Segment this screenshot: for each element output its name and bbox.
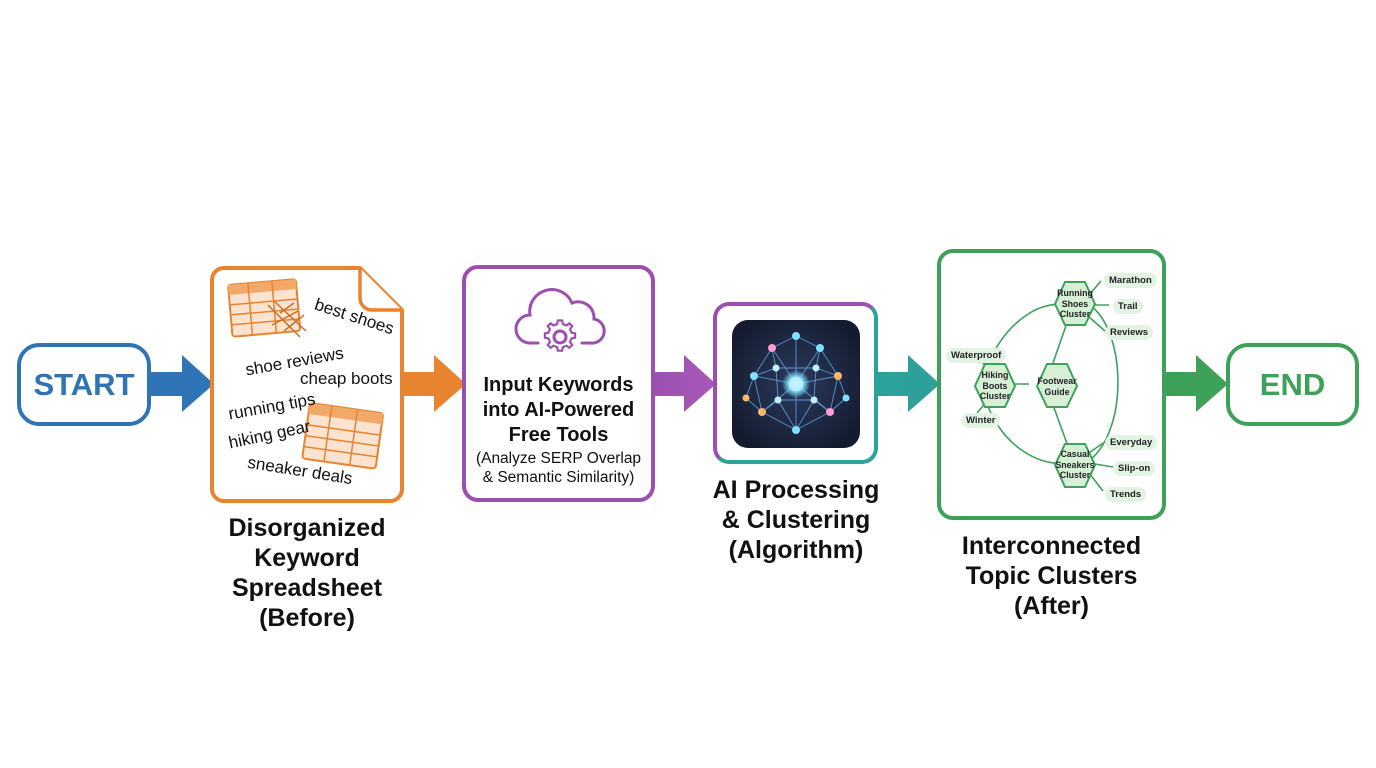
arrow-processing-to-clusters <box>878 355 940 412</box>
hub-line: Sneakers <box>1055 459 1095 470</box>
processing-caption: AI Processing & Clustering (Algorithm) <box>700 475 892 565</box>
clusters-step: Running Shoes Cluster Hiking Boots Clust… <box>937 249 1166 520</box>
tag-reviews: Reviews <box>1105 325 1154 340</box>
hub-line: Boots <box>982 380 1008 391</box>
hex-guide <box>1035 363 1079 408</box>
keyword-cheap-boots: cheap boots <box>300 369 393 388</box>
processing-step <box>713 302 878 464</box>
arrow-tools-to-processing <box>654 355 716 412</box>
document-icon <box>210 266 404 503</box>
hub-guide-label: Footwear Guide <box>1033 376 1081 397</box>
subtitle-line: (Analyze SERP Overlap <box>475 450 642 467</box>
hub-line: Cluster <box>1059 470 1091 480</box>
start-terminal: START <box>17 343 151 426</box>
arrow-clusters-to-end <box>1166 355 1228 412</box>
spreadsheet-caption: Disorganized Keyword Spreadsheet (Before… <box>200 513 414 633</box>
table-grid-icon-2 <box>301 402 384 470</box>
hex-hiking <box>973 363 1017 408</box>
tag-marathon: Marathon <box>1104 273 1157 288</box>
hub-line: Casual <box>1060 449 1090 459</box>
hub-line: Guide <box>1044 386 1070 397</box>
hex-casual <box>1053 443 1097 488</box>
hub-casual-label: Casual Sneakers Cluster <box>1053 449 1097 481</box>
hub-line: Cluster <box>979 391 1011 401</box>
caption-line: Spreadsheet <box>231 574 383 602</box>
caption-line: Keyword <box>254 544 360 572</box>
tools-title: Input Keywords into AI-Powered Free Tool… <box>466 373 651 448</box>
tag-waterproof: Waterproof <box>946 348 1007 363</box>
spreadsheet-step: best shoes shoe reviews cheap boots runn… <box>210 265 404 503</box>
tag-trends: Trends <box>1105 487 1147 502</box>
caption-line: (Before) <box>259 604 355 632</box>
hub-line: Running <box>1057 288 1093 298</box>
hub-line: Footwear <box>1037 376 1077 386</box>
tag-winter: Winter <box>961 413 1001 428</box>
end-label: END <box>1259 366 1326 402</box>
hub-line: Shoes <box>1061 298 1089 309</box>
tag-slipon: Slip-on <box>1113 461 1156 476</box>
tools-step: Input Keywords into AI-Powered Free Tool… <box>462 265 655 502</box>
scribble-icon <box>267 300 307 338</box>
caption-line: & Clustering <box>721 506 871 534</box>
hub-running-label: Running Shoes Cluster <box>1055 288 1095 320</box>
caption-line: (Algorithm) <box>728 536 864 564</box>
hex-running <box>1053 281 1097 326</box>
tools-subtitle: (Analyze SERP Overlap & Semantic Similar… <box>466 449 651 487</box>
caption-line: Interconnected <box>961 532 1142 560</box>
arrow-spreadsheet-to-tools <box>404 355 466 412</box>
neural-network-icon <box>732 320 860 448</box>
caption-line: (After) <box>1014 592 1089 620</box>
cloud-gear-icon <box>514 288 606 352</box>
title-line: Input Keywords <box>483 374 634 396</box>
clusters-caption: Interconnected Topic Clusters (After) <box>930 531 1173 621</box>
title-line: into AI-Powered <box>482 399 635 421</box>
tag-everyday: Everyday <box>1105 435 1158 450</box>
start-label: START <box>33 366 135 402</box>
caption-line: AI Processing <box>712 476 880 504</box>
title-line: Free Tools <box>508 424 609 446</box>
hub-hiking-label: Hiking Boots Cluster <box>975 370 1015 402</box>
caption-line: Disorganized <box>228 514 386 542</box>
cluster-graph <box>973 280 1119 492</box>
subtitle-line: & Semantic Similarity) <box>482 469 635 486</box>
end-terminal: END <box>1226 343 1359 426</box>
table-grid-icon <box>227 278 302 338</box>
caption-line: Topic Clusters <box>965 562 1138 590</box>
hub-line: Cluster <box>1059 309 1091 319</box>
tag-trail: Trail <box>1113 299 1143 314</box>
hub-line: Hiking <box>981 370 1009 380</box>
arrow-start-to-spreadsheet <box>151 355 214 412</box>
